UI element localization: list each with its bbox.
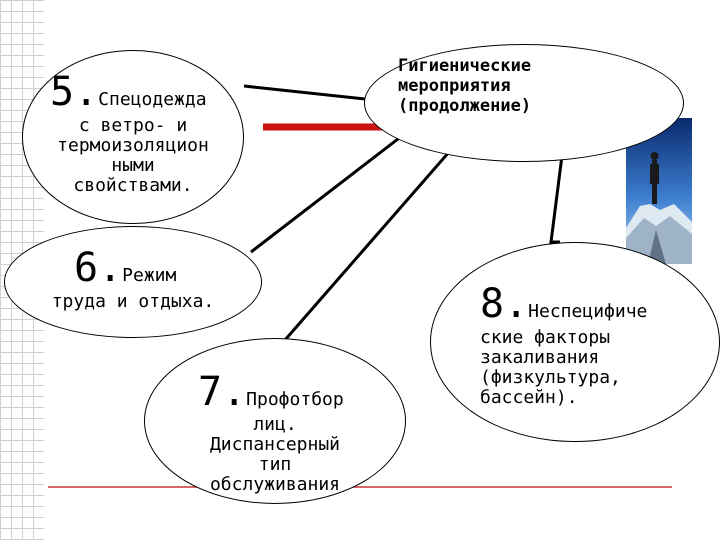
node-7-ellipse <box>144 338 406 504</box>
node-5-ellipse <box>22 50 244 224</box>
node-6-number: 6. <box>74 245 123 291</box>
node-7-line-2: Диспансерный <box>209 434 341 455</box>
node-6-first: Режим <box>122 265 177 286</box>
node-5-line-1: с ветро- и <box>78 115 188 136</box>
node-6-ellipse <box>4 226 262 338</box>
node-8-first: Неспецифиче <box>528 301 648 322</box>
node-5-text: 5.Спецодежда с ветро- и термоизоляцион н… <box>22 72 244 196</box>
mountain-climber-photo <box>626 118 692 264</box>
node-7-number: 7. <box>198 369 247 415</box>
node-8-line-2: закаливания <box>480 347 600 368</box>
node-8-ellipse <box>430 242 720 442</box>
hub-line-2: мероприятия <box>398 76 511 96</box>
node-5-number: 5. <box>50 69 99 115</box>
hub-text: Гигиенические мероприятия (продолжение) <box>398 56 658 116</box>
node-5-line-3: ными <box>111 155 155 176</box>
node-8-line-3: (физкультура, <box>480 367 621 388</box>
node-5-line-2: термоизоляцион <box>57 135 209 156</box>
connector-hub-to-5 <box>243 84 366 101</box>
node-8-text: 8.Неспецифиче ские факторы закаливания (… <box>480 284 718 408</box>
node-5-first: Спецодежда <box>98 89 207 110</box>
node-8-line-1: ские факторы <box>480 327 611 348</box>
node-5-line-4: свойствами. <box>73 175 193 196</box>
node-7-first: Профотбор <box>246 389 344 410</box>
node-7-line-4: обслуживания <box>209 474 341 495</box>
node-8-number: 8. <box>480 281 529 327</box>
node-7-text: 7.Профотбор лиц. Диспансерный тип обслуж… <box>146 372 404 495</box>
node-6-text: 6.Режим труда и отдыха. <box>4 248 262 312</box>
hub-line-3: (продолжение) <box>398 96 532 116</box>
node-7-line-3: тип <box>258 454 292 475</box>
connector-hub-to-7 <box>283 127 472 341</box>
hub-line-1: Гигиенические <box>398 56 532 76</box>
node-7-line-1: лиц. <box>253 414 297 435</box>
connector-hub-to-6 <box>250 120 421 254</box>
node-8-line-4: бассейн). <box>480 387 578 408</box>
node-6-line-1: труда и отдыха. <box>51 291 215 312</box>
hub-ellipse <box>364 44 684 162</box>
